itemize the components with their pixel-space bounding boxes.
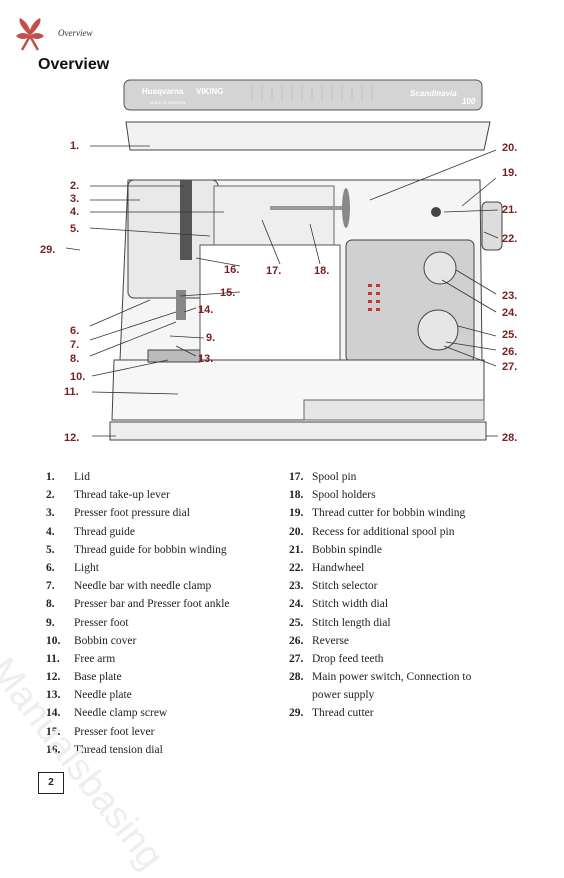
list-item: 23.Stitch selector	[289, 580, 378, 593]
callout-26: 26.	[502, 346, 517, 358]
list-item: 16.Thread tension dial	[46, 743, 163, 756]
callout-11: 11.	[64, 386, 79, 398]
list-item: 6.Light	[46, 561, 99, 574]
machine-brand: Husqvarna	[142, 87, 184, 96]
callout-13: 13.	[198, 353, 213, 365]
list-item: 10.Bobbin cover	[46, 634, 137, 647]
list-item: 3.Presser foot pressure dial	[46, 507, 190, 520]
page-number: 2	[38, 772, 64, 794]
callout-15: 15.	[220, 287, 235, 299]
list-item: 27.Drop feed teeth	[289, 652, 384, 665]
list-item: 7.Needle bar with needle clamp	[46, 580, 212, 593]
machine-model: Scandinavia	[410, 89, 457, 98]
list-item: 15.Presser foot lever	[46, 725, 155, 738]
list-item: 9.Presser foot	[46, 616, 129, 629]
flower-logo-icon	[16, 18, 44, 51]
parts-list-left: 1.Lid 2.Thread take-up lever 3.Presser f…	[46, 468, 284, 759]
list-item: 17.Spool pin	[289, 471, 357, 483]
list-item: 29.Thread cutter	[289, 707, 374, 720]
callout-12: 12.	[64, 432, 79, 444]
sewing-machine-diagram: Husqvarna VIKING MADE IN SWEDEN Scandina…	[40, 79, 517, 444]
list-item: 24.Stitch width dial	[289, 598, 389, 611]
callout-1: 1.	[70, 140, 79, 152]
callout-24: 24.	[502, 307, 517, 319]
machine-made-in: MADE IN SWEDEN	[150, 100, 185, 105]
section-tag: Overview	[58, 28, 93, 38]
callout-7: 7.	[70, 339, 79, 351]
callout-17: 17.	[266, 265, 281, 277]
page-title: Overview	[38, 56, 110, 73]
callout-22: 22.	[502, 233, 517, 245]
callout-25: 25.	[502, 329, 517, 341]
callout-29: 29.	[40, 244, 55, 256]
callout-20: 20.	[502, 142, 517, 154]
callout-9: 9.	[206, 332, 215, 344]
callout-27: 27.	[502, 361, 517, 373]
callout-21: 21.	[502, 204, 517, 216]
parts-list-right: 17.Spool pin 18.Spool holders 19.Thread …	[289, 468, 529, 723]
list-item: 19.Thread cutter for bobbin winding	[289, 507, 466, 520]
callout-2: 2.	[70, 180, 79, 192]
callout-4: 4.	[70, 206, 79, 218]
list-item: 26.Reverse	[289, 634, 350, 647]
callout-8: 8.	[70, 353, 79, 365]
machine-model-number: 100	[462, 97, 476, 106]
callout-23: 23.	[502, 290, 517, 302]
list-item: 21.Bobbin spindle	[289, 543, 382, 556]
callout-5: 5.	[70, 223, 79, 235]
callout-6: 6.	[70, 325, 79, 337]
list-item: 2.Thread take-up lever	[46, 489, 170, 502]
list-item: 25.Stitch length dial	[289, 616, 391, 629]
machine-brand-2: VIKING	[196, 87, 224, 96]
callout-10: 10.	[70, 371, 85, 383]
callout-14: 14.	[198, 304, 213, 316]
callout-3: 3.	[70, 193, 79, 205]
list-item: 22.Handwheel	[289, 561, 365, 574]
list-item: 20.Recess for additional spool pin	[289, 525, 455, 538]
callout-18: 18.	[314, 265, 329, 277]
callout-19: 19.	[502, 167, 517, 179]
list-item: 14.Needle clamp screw	[46, 707, 168, 720]
list-item: 8.Presser bar and Presser foot ankle	[46, 598, 230, 611]
list-item: 1.Lid	[46, 471, 90, 483]
list-item: 4.Thread guide	[46, 525, 135, 538]
list-item: 5.Thread guide for bobbin winding	[46, 543, 227, 556]
list-item: power supply	[312, 689, 375, 702]
list-item: 11.Free arm	[46, 652, 116, 665]
list-item: 12.Base plate	[46, 671, 122, 684]
list-item: 13.Needle plate	[46, 689, 132, 702]
list-item: 18.Spool holders	[289, 489, 376, 502]
list-item: 28.Main power switch, Connection to	[289, 671, 472, 684]
callout-16: 16.	[224, 264, 239, 276]
callout-28: 28.	[502, 432, 517, 444]
